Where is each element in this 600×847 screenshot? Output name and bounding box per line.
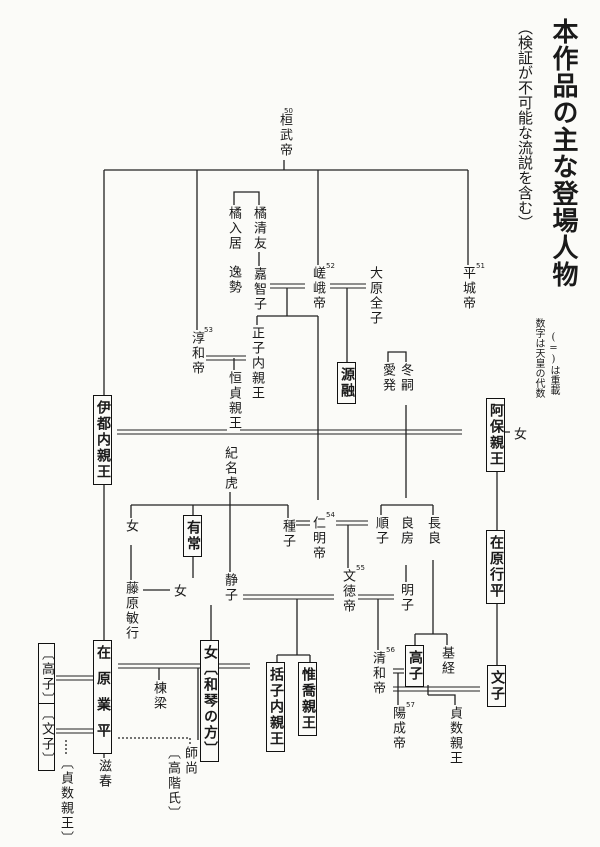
person-ohara-zenko: 大原全子 [367,265,382,327]
person-taneko: 種子 [280,518,295,550]
person-ariwara-narihira: 在原業平 [93,640,112,754]
person-fumiko-left: 〔文子〕 [38,703,55,771]
double-line-note: (=)は重載 [548,332,559,395]
person-tachibana-kiyotomo: 橘清友 [251,205,266,252]
person-onna-top: 女 [511,426,526,443]
person-fujiwara-toshiyuki: 藤原敏行 [123,580,138,642]
person-onna-mid: 女 [171,583,186,600]
person-onna-left: 女 [123,518,138,535]
person-hayanari: 逸勢 [226,264,241,296]
person-fuyutsugu: 冬嗣 [398,362,413,394]
page-title: 本作品の主な登場人物 [548,18,578,288]
person-tachibana-hayanari: 橘入居 [226,205,241,252]
reign-number-heizei: 51 [476,262,485,270]
person-ninmyo: 仁明帝 [310,515,325,562]
person-koretaka: 惟喬親王 [298,662,317,736]
reign-number-saga: 52 [326,262,335,270]
person-sadakazu: 貞数親王 [447,705,462,767]
person-takaiko-left: 〔高子〕 [38,643,55,711]
reign-number-ninmyo: 54 [326,511,335,519]
person-katsuko: 括子内親王 [266,662,285,752]
person-shigeharu: 滋春 [96,758,111,790]
reign-number-montoku: 55 [356,564,365,572]
person-minamoto-toru: 源融 [337,362,356,404]
person-ariwara-yukihira: 在原行平 [486,530,505,604]
person-masako: 正子内親王 [249,325,264,402]
person-kachiko: 嘉智子 [251,266,266,313]
person-junshi: 順子 [373,515,388,547]
reign-number-seiwa: 56 [386,646,395,654]
person-ki-natora: 紀名虎 [222,445,237,492]
reign-number-kanmu: 50 [284,107,293,115]
person-morohisa: 師尚 [182,745,197,777]
page-subtitle: （検証が不可能な流説を含む） [516,20,534,230]
numbers-note: 数字は天皇の代数 [533,318,544,398]
person-heizei: 平城帝 [460,265,475,312]
person-aritsune: 有常 [183,515,202,557]
person-saga: 嵯峨帝 [310,265,325,312]
reign-number-junna: 53 [204,326,213,334]
person-kanmu: 桓武帝 [277,112,292,159]
person-nagara: 長良 [425,515,440,547]
person-munehari: 棟梁 [151,680,166,712]
person-aihatsu: 愛発 [380,362,395,394]
person-tsunesada: 恒貞親王 [226,370,241,432]
person-onna-wagon: 女〔和琴の方〕 [200,640,219,762]
person-seiwa: 清和帝 [370,650,385,697]
person-ito-naishinno: 伊都内親王 [93,395,112,485]
person-akiko: 明子 [398,582,413,614]
person-sadakazu-left: 〔貞数親王〕 [58,755,73,847]
person-junna: 淳和帝 [189,330,204,377]
person-fumiko-right: 文子 [487,665,506,707]
person-koshi: 〔高階氏〕 [165,745,180,822]
person-yoshifusa: 良房 [398,515,413,547]
reign-number-yozei: 57 [406,701,415,709]
person-shizuko: 静子 [222,572,237,604]
person-mototsune: 基経 [439,645,454,677]
person-yozei: 陽成帝 [390,705,405,752]
person-montoku: 文徳帝 [340,568,355,615]
person-abo-shinno: 阿保親王 [486,398,505,472]
person-takaiko: 高子 [405,645,424,687]
